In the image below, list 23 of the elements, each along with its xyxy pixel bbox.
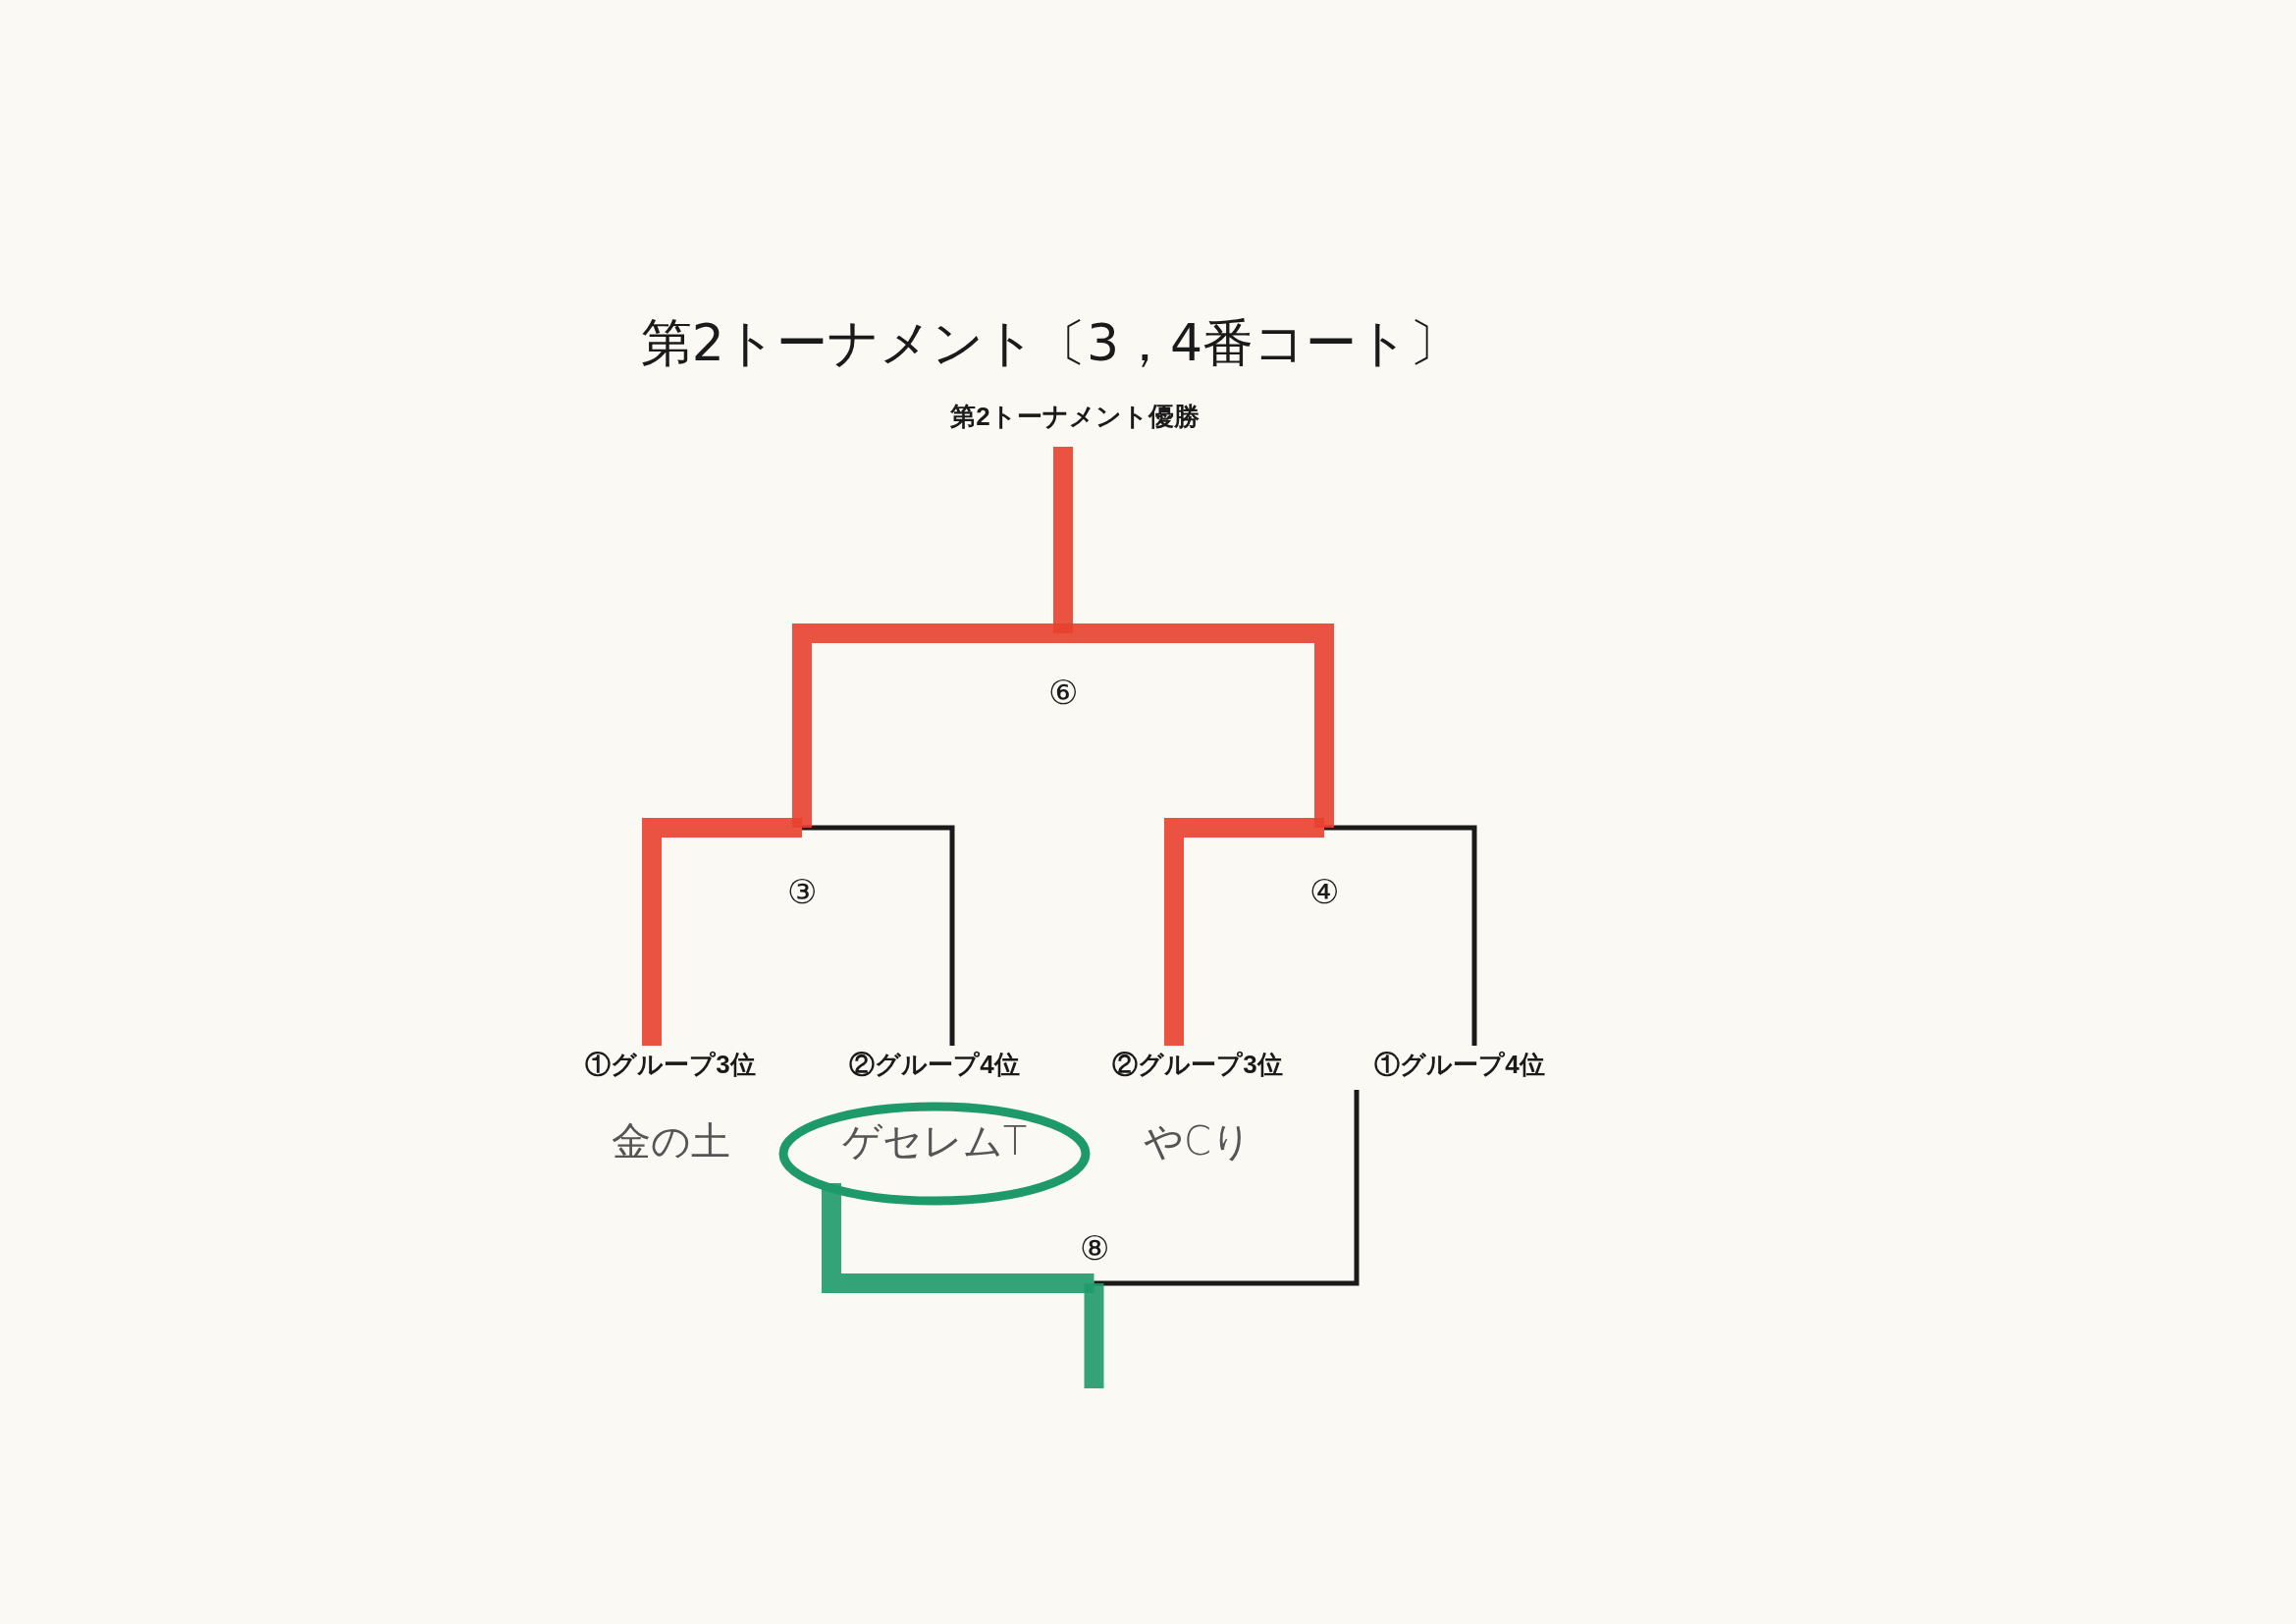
winner-label: 第2トーナメント優勝 xyxy=(950,401,1200,433)
bracket-line xyxy=(1164,818,1324,1046)
seed-label: ②グループ4位 xyxy=(849,1049,1020,1081)
match-number: ④ xyxy=(1309,875,1339,908)
bracket-line xyxy=(792,623,1063,828)
handwritten-name: やCり xyxy=(1144,1117,1252,1165)
handwritten-name: 金の土 xyxy=(611,1117,730,1165)
match-number: ⑧ xyxy=(1079,1231,1109,1265)
title: 第2トーナメント〔3，4番コート〕 xyxy=(639,312,1462,374)
bracket-line xyxy=(1324,825,1477,1046)
bracket-line xyxy=(1063,623,1334,828)
bracket-line xyxy=(822,1183,1095,1293)
bracket-line xyxy=(802,825,955,1046)
bracket-line xyxy=(642,818,802,1046)
bracket-line xyxy=(1084,1283,1104,1388)
match-number: ③ xyxy=(787,875,817,908)
handwritten-name: ゲセレムT xyxy=(841,1117,1028,1165)
bracket-line xyxy=(1053,447,1073,633)
seed-label: ①グループ4位 xyxy=(1374,1049,1545,1081)
match-number: ⑥ xyxy=(1048,676,1078,709)
seed-label: ②グループ3位 xyxy=(1112,1049,1283,1081)
bracket-line xyxy=(1094,1090,1360,1286)
seed-label: ①グループ3位 xyxy=(585,1049,756,1081)
